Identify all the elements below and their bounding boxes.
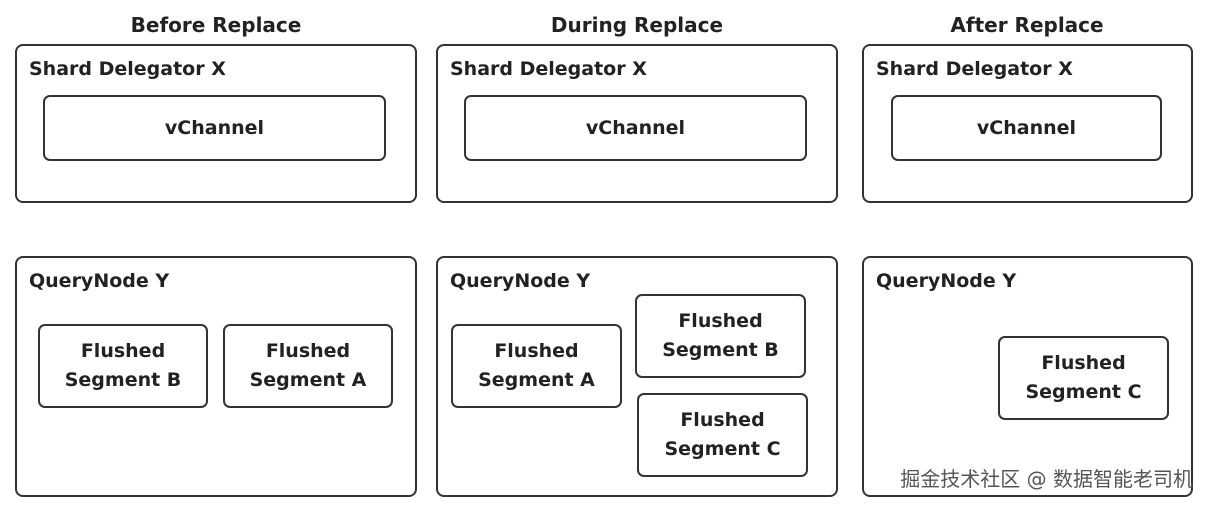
vchannel-box: vChannel <box>43 95 386 161</box>
shard-delegator-box-after: Shard Delegator X vChannel <box>862 44 1193 203</box>
segment-line-1: Flushed <box>494 340 579 362</box>
vchannel-box: vChannel <box>464 95 807 161</box>
querynode-box-during: QueryNode Y Flushed Segment A Flushed Se… <box>436 256 838 497</box>
segment-line-1: Flushed <box>80 340 166 362</box>
segment-line-2: Segment B <box>662 339 779 361</box>
querynode-box-after: QueryNode Y Flushed Segment C <box>862 256 1193 497</box>
querynode-box-before: QueryNode Y Flushed Segment B Flushed Se… <box>15 256 417 497</box>
segment-line-2: Segment C <box>664 438 781 460</box>
segment-line-1: Flushed <box>680 409 765 431</box>
segment-line-1: Flushed <box>1041 352 1126 374</box>
shard-delegator-label: Shard Delegator X <box>450 58 647 80</box>
segment-box: Flushed Segment B <box>38 324 208 408</box>
shard-delegator-box-before: Shard Delegator X vChannel <box>15 44 417 203</box>
segment-line-2: Segment B <box>64 369 182 391</box>
vchannel-label: vChannel <box>164 116 265 139</box>
segment-line-2: Segment C <box>1025 381 1142 403</box>
column-title-during: During Replace <box>550 13 724 37</box>
watermark-text: 掘金技术社区 @ 数据智能老司机 <box>900 467 1193 491</box>
vchannel-box: vChannel <box>891 95 1162 161</box>
segment-box: Flushed Segment B <box>635 294 806 378</box>
shard-delegator-label: Shard Delegator X <box>29 58 226 80</box>
vchannel-label: vChannel <box>585 116 686 139</box>
vchannel-label: vChannel <box>976 116 1077 139</box>
querynode-label: QueryNode Y <box>876 270 1017 292</box>
segment-box: Flushed Segment A <box>451 324 622 408</box>
segment-box: Flushed Segment C <box>637 393 808 477</box>
segment-line-2: Segment A <box>249 369 367 391</box>
querynode-label: QueryNode Y <box>29 270 170 292</box>
shard-delegator-box-during: Shard Delegator X vChannel <box>436 44 838 203</box>
segment-box: Flushed Segment C <box>998 336 1169 420</box>
segment-line-2: Segment A <box>478 369 595 391</box>
segment-line-1: Flushed <box>265 340 351 362</box>
column-title-after: After Replace <box>950 13 1104 37</box>
segment-line-1: Flushed <box>678 310 763 332</box>
querynode-label: QueryNode Y <box>450 270 591 292</box>
column-title-before: Before Replace <box>130 13 302 37</box>
segment-box: Flushed Segment A <box>223 324 393 408</box>
shard-delegator-label: Shard Delegator X <box>876 58 1073 80</box>
